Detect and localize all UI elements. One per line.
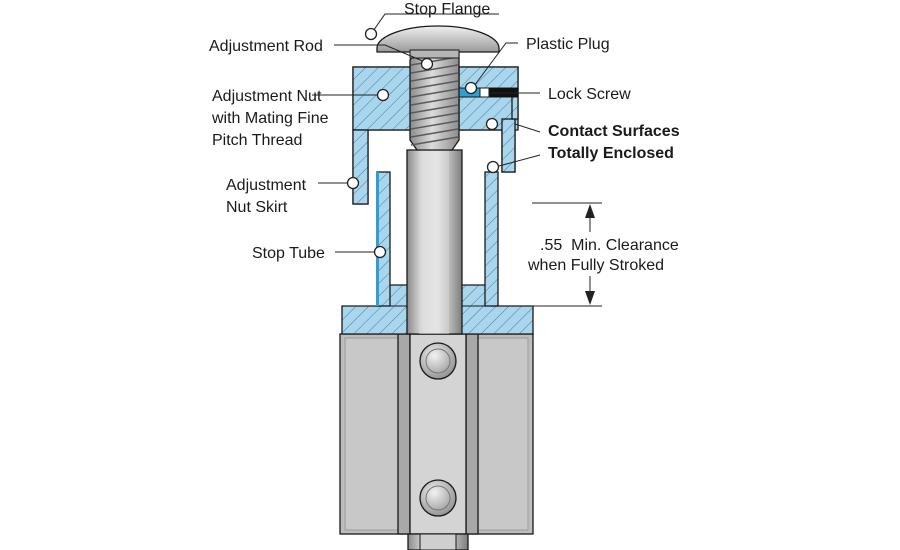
thread-line <box>410 104 459 114</box>
threaded-section <box>409 49 460 151</box>
label-adjustment-nut-line3: Pitch Thread <box>212 132 302 149</box>
callout-dot-icon <box>485 117 499 131</box>
callout-dot-icon <box>464 81 478 95</box>
callout-dot-icon <box>420 57 434 71</box>
callout-dot-icon <box>364 27 378 41</box>
label-nut-skirt-line2: Nut Skirt <box>226 199 288 216</box>
bottom-bolt-icon <box>419 479 457 517</box>
label-clearance-line2: when Fully Stroked <box>527 257 664 274</box>
callout-dot-icon <box>346 176 360 190</box>
rod-bottom-end <box>407 533 469 550</box>
label-adjustment-nut-line2: with Mating Fine <box>211 110 329 127</box>
label-contact-surfaces-line1: Contact Surfaces <box>548 123 680 140</box>
label-nut-skirt-line1: Adjustment <box>226 177 307 194</box>
thread-line <box>410 112 459 122</box>
thread-line <box>410 128 459 138</box>
callout-dots <box>346 27 500 259</box>
callout-dot-icon <box>376 88 390 102</box>
label-adjustment-rod: Adjustment Rod <box>209 38 323 55</box>
thread-line <box>410 72 459 82</box>
top-bolt-icon <box>419 342 457 380</box>
callout-dot-icon <box>486 160 500 174</box>
thread-line <box>410 136 459 146</box>
thread-line <box>410 96 459 106</box>
label-clearance-line1: .55 Min. Clearance <box>540 237 679 254</box>
label-stop-flange: Stop Flange <box>404 1 490 18</box>
dimension-arrow-icon <box>585 291 595 305</box>
stop-flange <box>376 25 500 59</box>
leader-lines <box>312 13 541 253</box>
thread-line <box>410 120 459 130</box>
label-lock-screw: Lock Screw <box>548 86 631 103</box>
dimension-arrow-icon <box>585 204 595 218</box>
label-plastic-plug: Plastic Plug <box>526 36 610 53</box>
thread-line <box>410 80 459 90</box>
stop-tube <box>376 171 499 307</box>
plastic-plug <box>479 87 490 98</box>
label-stop-tube: Stop Tube <box>252 245 325 262</box>
thread-line <box>410 64 459 74</box>
callout-dot-icon <box>373 245 387 259</box>
clearance-dimension <box>532 202 602 307</box>
label-contact-surfaces-line2: Totally Enclosed <box>548 145 674 162</box>
thread-line <box>410 88 459 98</box>
label-adjustment-nut-line1: Adjustment Nut <box>212 88 322 105</box>
cylinder-body <box>339 333 534 535</box>
